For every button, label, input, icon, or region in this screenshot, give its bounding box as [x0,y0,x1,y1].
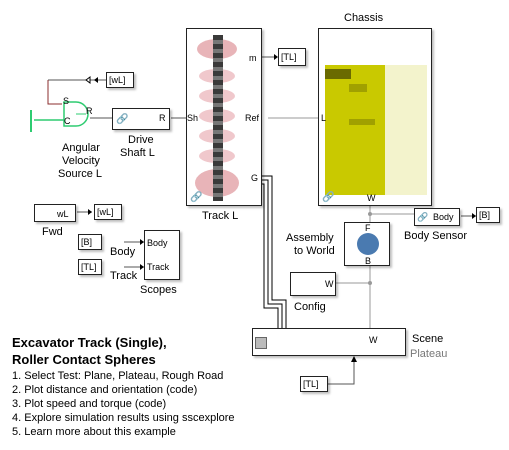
angvel-port-r: R [86,106,93,116]
drive-shaft-port-r: R [159,113,166,123]
notes-item-3[interactable]: 3. Plot speed and torque (code) [12,398,167,410]
from-wl-tag[interactable]: [wL] [106,72,134,88]
chassis-port-w: W [367,193,376,203]
scopes-label-body: Body [110,246,136,258]
angvel-title-1: Angular [62,142,100,154]
assembly-block[interactable]: F B [344,222,390,266]
scopes-title: Scopes [140,284,177,296]
track-port-ref: Ref [245,113,260,123]
chassis-title: Chassis [344,12,384,24]
from-tl-tag[interactable]: [TL] [78,259,102,275]
config-port-w: W [325,279,334,289]
track-l-block[interactable]: Sh Ref m G 🔗 [186,28,262,206]
notes-title-1: Excavator Track (Single), [12,335,167,350]
assembly-title-1: Assembly [286,232,334,244]
chassis-detail-2 [349,119,375,125]
goto-wl-tag[interactable]: [wL] [94,204,122,220]
scene-port-w: W [369,335,378,345]
assembly-port-b: B [365,256,372,266]
angvel-port-s: S [63,96,70,106]
transform-icon [357,233,379,255]
fwd-block[interactable]: wL [34,204,76,222]
mechanical-reference-icon [30,110,38,132]
chassis-port-l: L [321,113,327,123]
assembly-port-f: F [365,223,371,233]
config-title: Config [294,301,326,313]
drive-shaft-block[interactable]: 🔗 R [112,108,170,130]
from-b-tag[interactable]: [B] [78,234,102,250]
scopes-block[interactable]: Body Track [144,230,180,280]
drive-shaft-title-1: Drive [128,134,154,146]
from-tl-scene-tag[interactable]: [TL] [300,376,328,392]
angvel-title-3: Source L [58,168,103,180]
scopes-port-body: Body [147,238,168,248]
track-port-g: G [251,173,259,183]
link-icon: 🔗 [322,192,335,203]
scene-title: Scene [412,333,444,345]
link-icon: 🔗 [116,114,129,125]
track-port-m: m [249,53,257,63]
goto-b-tag[interactable]: [B] [476,207,500,223]
scopes-port-track: Track [147,262,170,272]
notes-title-2: Roller Contact Spheres [12,352,156,367]
notes-item-4[interactable]: 4. Explore simulation results using ssce… [12,412,235,424]
config-block[interactable]: W [290,272,336,296]
notes-item-1[interactable]: 1. Select Test: Plane, Plateau, Rough Ro… [12,370,224,382]
chassis-detail [349,84,367,92]
link-icon: 🔗 [190,192,203,203]
angular-velocity-source[interactable] [62,100,90,128]
track-chain [213,35,223,201]
chassis-cab [325,69,351,79]
scene-subtitle: Plateau [410,348,448,360]
body-sensor-title: Body Sensor [404,230,467,242]
goto-tl-tag[interactable]: [TL] [278,48,306,66]
body-sensor-block[interactable]: 🔗 Body [414,208,460,226]
track-port-sh: Sh [187,113,199,123]
assembly-title-2: to World [294,245,335,257]
angvel-title-2: Velocity [62,155,100,167]
scene-block[interactable]: W [252,328,406,356]
notes-item-2[interactable]: 2. Plot distance and orientation (code) [12,384,198,396]
track-l-title: Track L [202,210,239,222]
model-notes: Excavator Track (Single), Roller Contact… [12,335,235,439]
angvel-port-c: C [64,116,71,126]
fwd-title: Fwd [42,226,63,238]
drive-shaft-title-2: Shaft L [120,147,155,159]
body-sensor-port-body: Body [433,212,454,222]
scene-icon [255,337,267,349]
notes-item-5[interactable]: 5. Learn more about this example [12,426,176,438]
scopes-label-track: Track [110,270,138,282]
fwd-value: wL [57,209,69,219]
link-icon: 🔗 [417,212,429,222]
chassis-block[interactable]: L W 🔗 [318,28,432,206]
